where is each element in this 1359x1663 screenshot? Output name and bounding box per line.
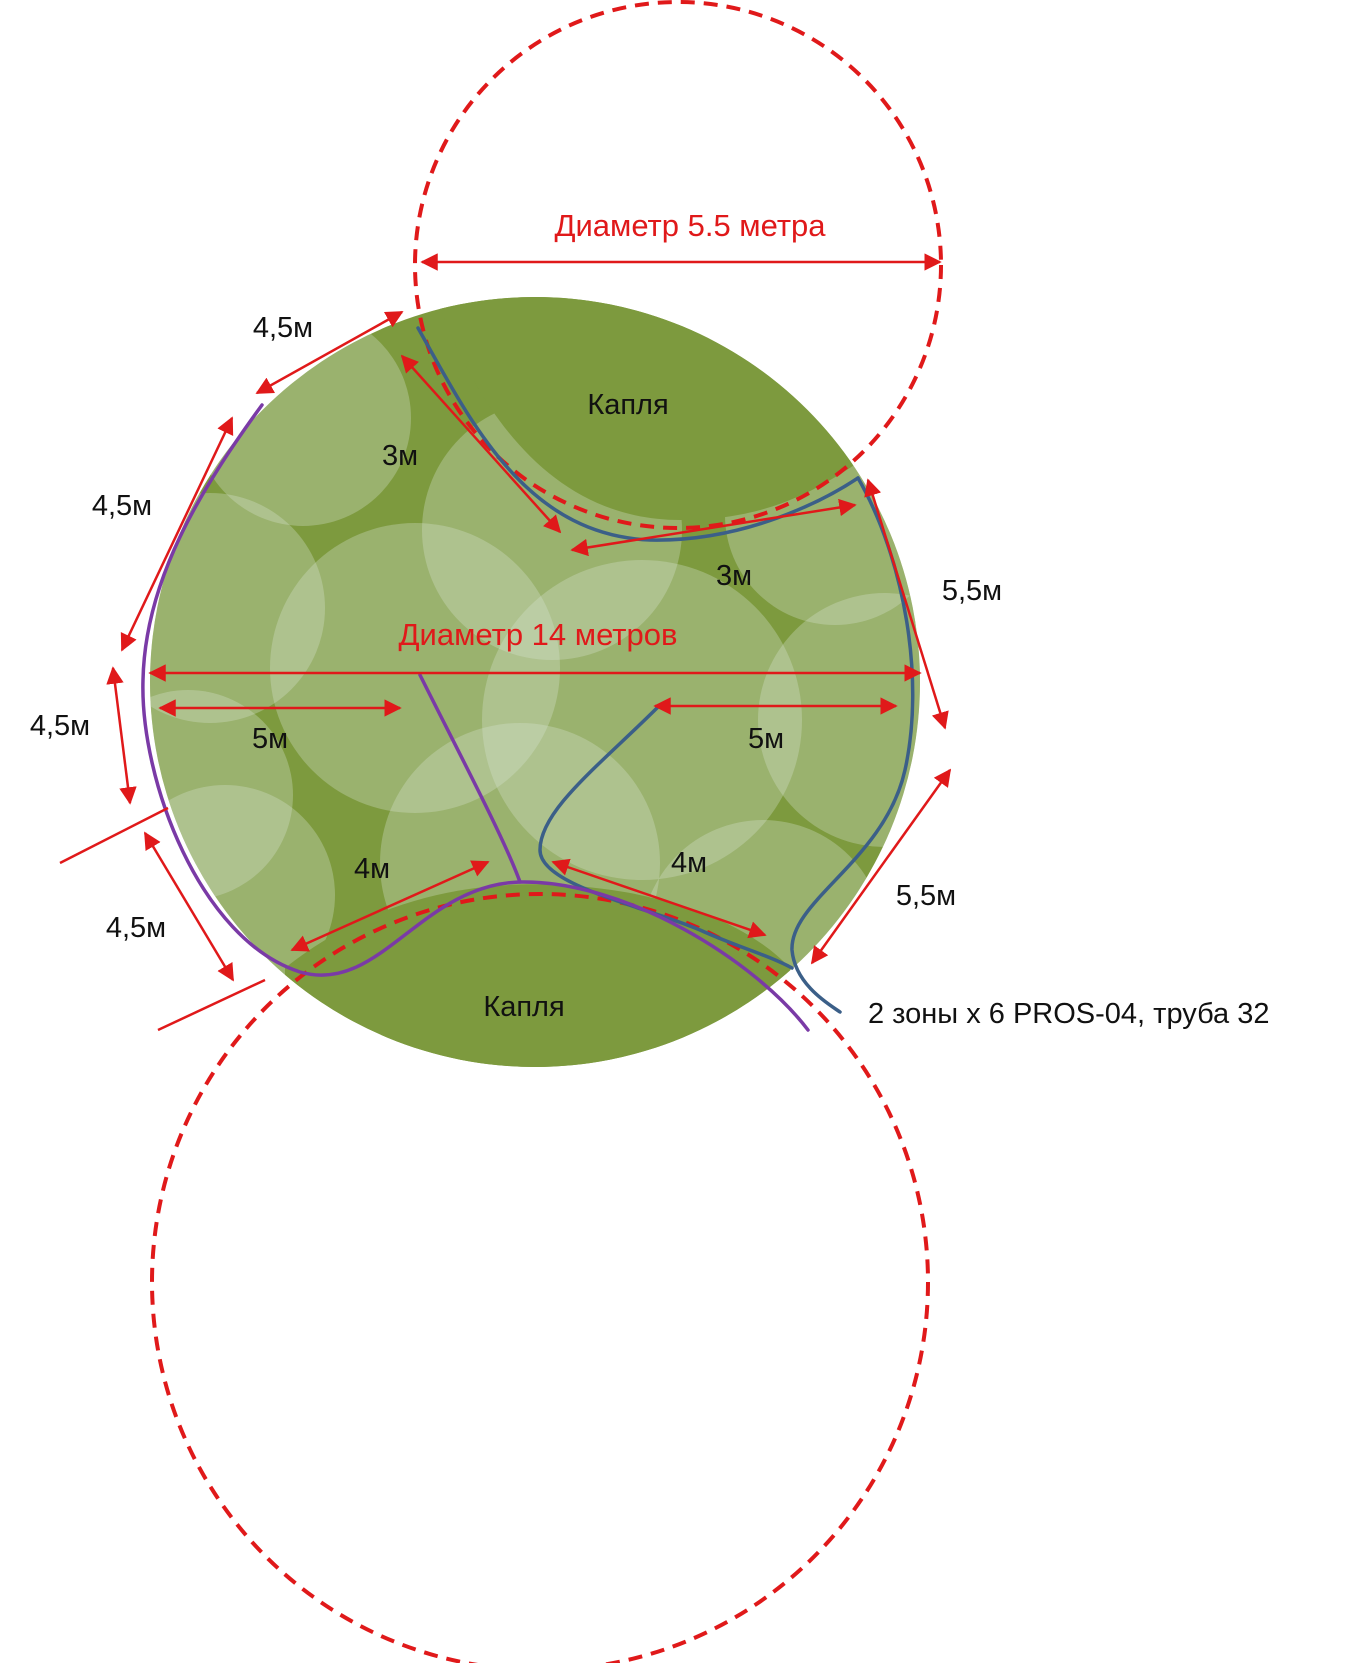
label-5-5-upper-right: 5,5м [942, 575, 1002, 607]
dimension-lines [59, 253, 952, 1032]
label-zones-note: 2 зоны х 6 PROS-04, труба 32 [868, 998, 1269, 1030]
label-drip-top: Капля [587, 389, 668, 421]
bottom-dashed-circle [150, 892, 930, 1663]
label-4-5-upper-left: 4,5м [92, 490, 152, 522]
extension-line [59, 806, 169, 865]
label-main-diameter: Диаметр 14 метров [399, 617, 678, 652]
label-drip-bottom: Капля [483, 991, 564, 1023]
label-4-5-lower-left: 4,5м [106, 912, 166, 944]
arrow-4-5-upper-left [120, 416, 234, 652]
label-5-left: 5м [252, 723, 288, 755]
spray-circle [150, 690, 293, 900]
label-3-right: 3м [716, 560, 752, 592]
arrow-4-right [551, 858, 767, 939]
arrow-3-upper [400, 354, 562, 534]
arrow-4-left [290, 860, 490, 952]
label-5-right: 5м [748, 723, 784, 755]
arrow-4-5-lower-left [143, 831, 235, 982]
label-5-5-lower-right: 5,5м [896, 880, 956, 912]
label-3-upper: 3м [382, 440, 418, 472]
arrow-5-5-lower-right [810, 768, 952, 965]
extension-line [157, 978, 266, 1032]
arrow-4-5-top [255, 310, 404, 395]
spray-circle [758, 593, 920, 847]
label-4-left: 4м [354, 853, 390, 885]
arrow-4-5-left [106, 666, 137, 805]
label-4-5-top: 4,5м [253, 312, 313, 344]
label-4-right: 4м [671, 847, 707, 879]
label-4-5-left: 4,5м [30, 710, 90, 742]
label-top-circle-diameter: Диаметр 5.5 метра [554, 208, 826, 243]
arrow-3-right [570, 498, 857, 557]
arrow-5-5-upper-right [864, 478, 949, 730]
